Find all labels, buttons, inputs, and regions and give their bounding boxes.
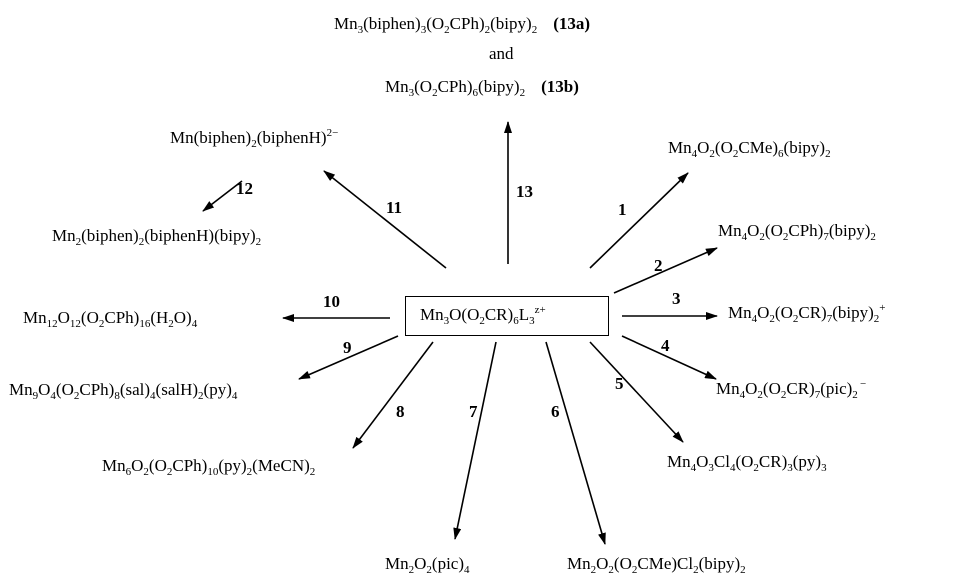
arrow-12 — [202, 180, 243, 212]
product-11: Mn(biphen)2(biphenH)2− — [170, 127, 339, 150]
arrow-number-11: 11 — [386, 198, 403, 217]
and-label: and — [489, 44, 514, 63]
arrow-number-6: 6 — [551, 402, 560, 421]
arrow-number-9: 9 — [343, 338, 352, 357]
arrow-5 — [589, 341, 684, 443]
product-6: Mn2O2(O2CMe)Cl2(bipy)2 — [567, 554, 746, 576]
product-1: Mn4O2(O2CMe)6(bipy)2 — [668, 138, 831, 160]
arrow-2 — [613, 247, 718, 294]
product-8: Mn6O2(O2CPh)10(py)2(MeCN)2 — [102, 456, 316, 478]
arrow-number-10: 10 — [323, 292, 340, 311]
central-reactant-box — [405, 296, 609, 336]
product-7: Mn2O2(pic)4 — [385, 554, 470, 576]
arrow-7 — [453, 341, 497, 540]
arrow-number-3: 3 — [672, 289, 681, 308]
arrow-number-5: 5 — [615, 374, 624, 393]
arrow-number-1: 1 — [618, 200, 627, 219]
product-13b: Mn3(O2CPh)6(bipy)2(13b) — [385, 77, 579, 99]
arrow-9 — [298, 335, 399, 380]
arrow-6 — [545, 341, 606, 545]
product-9: Mn9O4(O2CPh)8(sal)4(salH)2(py)4 — [9, 380, 238, 402]
product-3: Mn4O2(O2CR)7(bipy)2+ — [728, 302, 886, 325]
arrow-number-7: 7 — [469, 402, 478, 421]
central-reactant: Mn3O(O2CR)6L3z+ — [420, 304, 546, 327]
product-4: Mn4O2(O2CR)7(pic)2 − — [716, 378, 867, 401]
central-formula: Mn3O(O2CR)6L3 — [420, 305, 535, 327]
tag-13b: (13b) — [541, 77, 579, 96]
arrow-11 — [323, 170, 447, 269]
product-12: Mn2(biphen)2(biphenH)(bipy)2 — [52, 226, 262, 248]
tag-13a: (13a) — [553, 14, 591, 33]
product-2: Mn4O2(O2CPh)7(bipy)2 — [718, 221, 876, 243]
arrow-number-13: 13 — [516, 182, 533, 201]
arrow-number-2: 2 — [654, 256, 663, 275]
product-13a: Mn3(biphen)3(O2CPh)2(bipy)2(13a) — [334, 14, 591, 36]
arrow-4 — [621, 335, 717, 380]
arrow-number-4: 4 — [661, 336, 670, 355]
arrow-number-12: 12 — [236, 179, 253, 198]
arrow-8 — [352, 341, 434, 449]
central-charge: z+ — [534, 304, 546, 316]
arrow-number-8: 8 — [396, 402, 405, 421]
arrow-1 — [589, 172, 689, 269]
product-10: Mn12O12(O2CPh)16(H2O)4 — [23, 308, 198, 330]
product-5: Mn4O3Cl4(O2CR)3(py)3 — [667, 452, 827, 474]
